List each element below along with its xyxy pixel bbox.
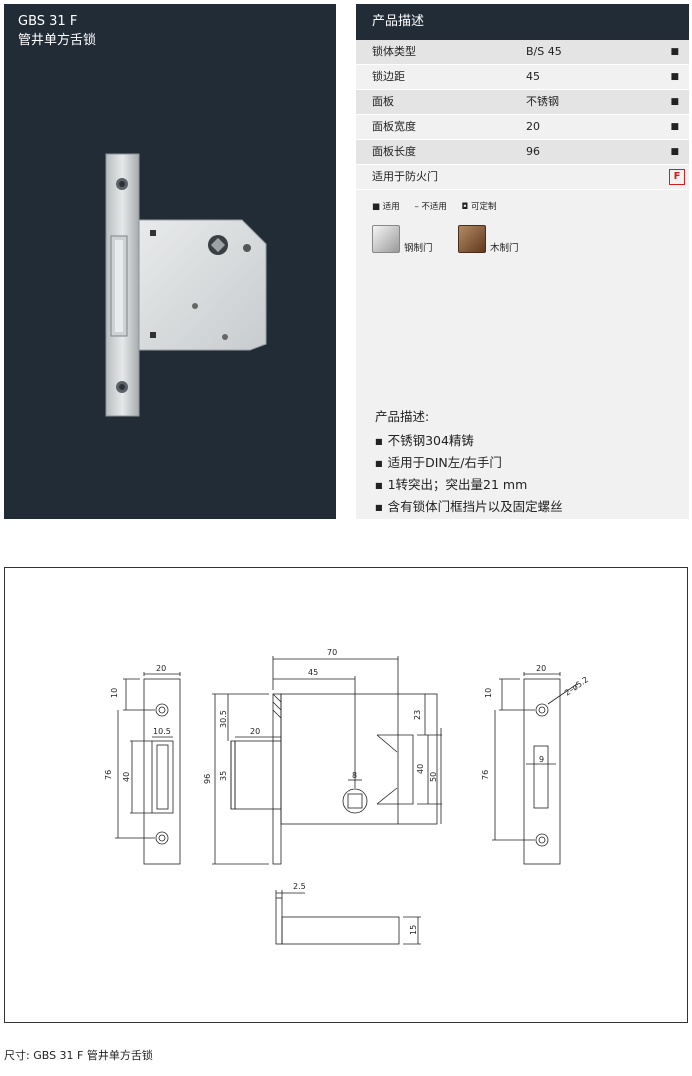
door-type-steel: 钢制门 xyxy=(372,225,433,254)
product-photo: GBS 31 F 管井单方舌锁 xyxy=(18,14,267,417)
dim-height: 96 xyxy=(203,774,212,784)
dim-plate-thickness: 2.5 xyxy=(293,882,306,891)
dim-top-23: 23 xyxy=(413,710,422,720)
product-description: 产品描述: 不锈钢304精铸 适用于DIN左/右手门 1转突出；突出量21 mm… xyxy=(375,406,563,518)
spec-label: 面板 xyxy=(372,95,394,108)
applicable-mark-icon: ■ xyxy=(670,97,679,107)
dim-strike-width: 20 xyxy=(536,664,546,673)
dim-hole-diameter: 2–ø5.2 xyxy=(563,675,590,698)
spec-row-faceplate-width: 面板宽度 20 ■ xyxy=(356,115,689,140)
spec-label: 面板长度 xyxy=(372,145,416,158)
product-name: 管井单方舌锁 xyxy=(18,32,96,48)
description-item: 不锈钢304精铸 xyxy=(375,430,563,452)
dim-plate-width: 20 xyxy=(156,664,166,673)
dim-strike-slot: 9 xyxy=(539,755,544,764)
legend-applicable: ■ 适用 xyxy=(372,202,400,212)
lock-body-side-view xyxy=(212,656,442,865)
legend-customizable: ◘ 可定制 xyxy=(461,202,497,212)
applicable-mark-icon: ■ xyxy=(670,72,679,82)
spec-label: 锁边距 xyxy=(372,70,405,83)
description-item: 含有锁体门框挡片以及固定螺丝 xyxy=(375,496,563,518)
dim-lock-width: 70 xyxy=(327,648,337,657)
applicable-mark-icon: ■ xyxy=(670,47,679,57)
door-type-label: 钢制门 xyxy=(404,243,433,254)
steel-door-icon xyxy=(372,225,400,253)
spec-row-lock-type: 锁体类型 B/S 45 ■ xyxy=(356,40,689,65)
spec-value: B/S 45 xyxy=(526,45,562,58)
fire-rated-icon: F xyxy=(669,169,685,185)
door-type-wood: 木制门 xyxy=(458,225,519,254)
dim-latch-height: 35 xyxy=(219,771,228,781)
applicable-mark-icon: ■ xyxy=(670,122,679,132)
dim-hole-offset: 10 xyxy=(110,688,119,698)
faceplate-front-view xyxy=(115,672,181,865)
technical-drawing: 20 10 76 40 10.5 xyxy=(4,567,688,1023)
spec-value: 45 xyxy=(526,70,540,83)
dim-slot-width: 10.5 xyxy=(153,727,171,736)
strike-plate-view xyxy=(492,672,578,865)
spec-value: 96 xyxy=(526,145,540,158)
spec-row-faceplate-length: 面板长度 96 ■ xyxy=(356,140,689,165)
spec-value: 20 xyxy=(526,120,540,133)
legend: ■ 适用 – 不适用 ◘ 可定制 xyxy=(372,200,509,212)
spec-header: 产品描述 xyxy=(356,4,689,40)
description-title: 产品描述: xyxy=(375,409,430,424)
dim-latch-width: 20 xyxy=(250,727,260,736)
description-item: 适用于DIN左/右手门 xyxy=(375,452,563,474)
spec-row-backset: 锁边距 45 ■ xyxy=(356,65,689,90)
spec-label: 锁体类型 xyxy=(372,45,416,58)
product-code: GBS 31 F xyxy=(18,14,77,29)
dim-strike-hole-offset: 10 xyxy=(484,688,493,698)
dim-slot-height: 40 xyxy=(122,772,131,782)
dim-offset-30: 30.5 xyxy=(219,710,228,728)
spec-row-faceplate: 面板 不锈钢 ■ xyxy=(356,90,689,115)
spec-label: 适用于防火门 xyxy=(372,170,438,183)
dim-inner-40: 40 xyxy=(416,764,425,774)
lock-top-view xyxy=(275,890,421,945)
dim-spindle: 8 xyxy=(352,771,357,780)
door-type-label: 木制门 xyxy=(490,243,519,254)
dim-depth-15: 15 xyxy=(409,925,418,935)
product-panel: GBS 31 F 管井单方舌锁 xyxy=(4,4,336,519)
wood-door-icon xyxy=(458,225,486,253)
dim-strike-hole-spacing: 76 xyxy=(481,770,490,780)
dim-inner-50: 50 xyxy=(429,772,438,782)
drawing-caption: 尺寸: GBS 31 F 管井单方舌锁 xyxy=(4,1049,153,1062)
spec-label: 面板宽度 xyxy=(372,120,416,133)
description-item: 1转突出；突出量21 mm xyxy=(375,474,563,496)
dim-backset: 45 xyxy=(308,668,318,677)
spec-panel: 产品描述 锁体类型 B/S 45 ■ 锁边距 45 ■ 面板 不锈钢 ■ 面板宽… xyxy=(356,4,689,519)
spec-row-fire-door: 适用于防火门 F xyxy=(356,165,689,190)
spec-value: 不锈钢 xyxy=(526,95,559,108)
dim-hole-spacing: 76 xyxy=(104,770,113,780)
applicable-mark-icon: ■ xyxy=(670,147,679,157)
legend-not-applicable: – 不适用 xyxy=(414,202,447,212)
